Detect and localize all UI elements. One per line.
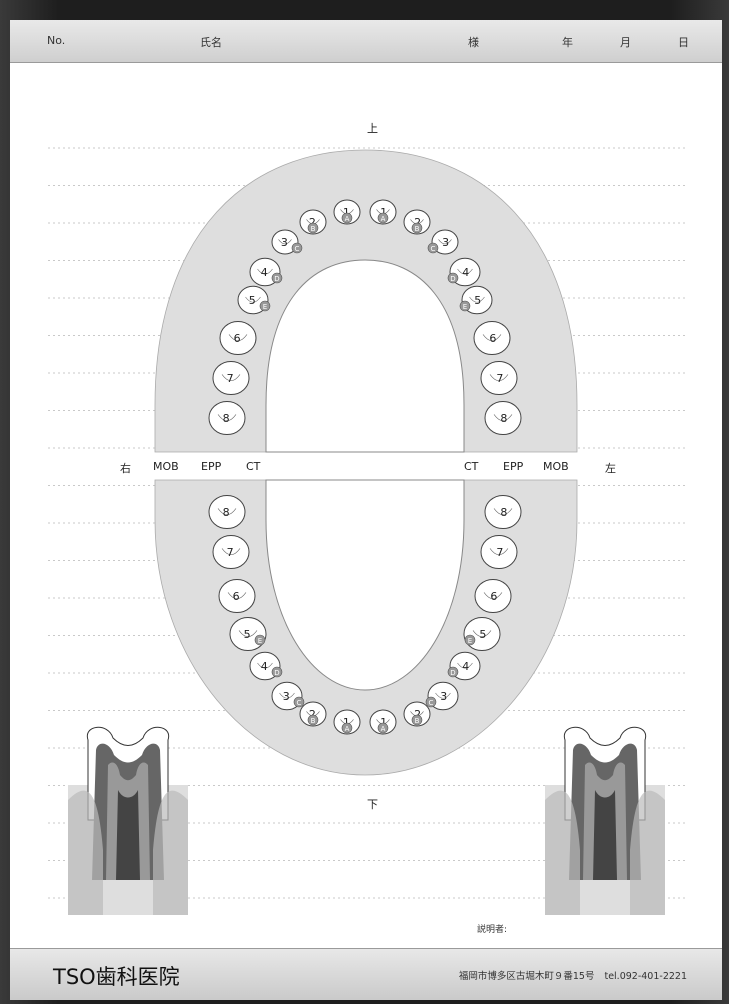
tooth: 8 [209,401,245,434]
primary-tooth-letter: C [429,699,434,707]
primary-tooth-letter: B [415,225,420,233]
tooth-section-right [545,727,665,915]
tooth-number: 7 [227,546,234,559]
tooth: 8 [209,495,245,528]
primary-tooth-letter: D [274,275,279,283]
tooth: 6 [475,579,511,612]
tooth: 2B [404,210,430,234]
primary-tooth-letter: C [297,699,302,707]
footer-bar: TSO歯科医院 福岡市博多区古堀木町９番15号 tel.092-401-2221 [10,948,722,1000]
primary-tooth-letter: A [345,215,350,223]
tooth: 2B [404,702,430,726]
tooth-number: 3 [283,690,290,703]
tooth-section-left [68,727,188,915]
tooth: 1A [334,710,360,734]
tooth: 7 [213,361,249,394]
tooth-number: 6 [233,590,240,603]
tooth-number: 7 [227,372,234,385]
primary-tooth-letter: E [263,303,267,311]
primary-tooth-letter: C [295,245,300,253]
primary-tooth-letter: B [311,225,316,233]
tooth: 7 [481,361,517,394]
left-side-label: 左 [605,460,616,476]
left-ct-label: CT [464,460,478,473]
left-epp-label: EPP [503,460,523,473]
primary-tooth-letter: C [431,245,436,253]
tooth-number: 6 [234,332,241,345]
clinic-name: TSO歯科医院 [53,961,180,991]
right-side-label: 右 [120,460,131,476]
tooth-number: 8 [223,506,230,519]
tooth-number: 5 [479,628,486,641]
tooth-number: 8 [223,412,230,425]
tooth: 2B [300,702,326,726]
tooth: 1A [334,200,360,224]
primary-tooth-letter: E [463,303,467,311]
primary-tooth-letter: B [311,717,316,725]
tooth-number: 4 [261,266,268,279]
tooth-number: 4 [462,266,469,279]
tooth: 6 [219,579,255,612]
tooth: 6 [220,321,256,354]
tooth-number: 7 [496,546,503,559]
primary-tooth-letter: E [468,637,472,645]
clinic-tel: tel.092-401-2221 [604,971,687,982]
right-ct-label: CT [246,460,260,473]
tooth-number: 3 [442,236,449,249]
tooth-number: 8 [500,412,507,425]
tooth: 6 [474,321,510,354]
tooth: 7 [213,535,249,568]
tooth-number: 5 [244,628,251,641]
tooth-number: 7 [496,372,503,385]
tooth-number: 6 [489,332,496,345]
tooth-number: 8 [500,506,507,519]
explainer-label: 説明者: [477,922,507,935]
tooth-number: 5 [474,294,481,307]
tooth: 8 [485,401,521,434]
tooth: 7 [481,535,517,568]
tooth-number: 3 [440,690,447,703]
primary-tooth-letter: D [450,275,455,283]
tooth-number: 3 [281,236,288,249]
primary-tooth-letter: B [415,717,420,725]
clinic-address: 福岡市博多区古堀木町９番15号 tel.092-401-2221 [459,968,687,982]
primary-tooth-letter: A [381,725,386,733]
tooth: 5E [464,617,500,650]
primary-tooth-letter: E [258,637,262,645]
tooth-number: 4 [261,660,268,673]
primary-tooth-letter: D [274,669,279,677]
primary-tooth-letter: A [345,725,350,733]
tooth-number: 6 [490,590,497,603]
left-mob-label: MOB [543,460,569,473]
tooth: 1A [370,710,396,734]
right-epp-label: EPP [201,460,221,473]
address-text: 福岡市博多区古堀木町９番15号 [459,971,595,982]
tooth-number: 5 [249,294,256,307]
tooth: 5E [230,617,266,650]
lower-jaw-label: 下 [367,796,378,812]
tooth: 2B [300,210,326,234]
tooth: 8 [485,495,521,528]
tooth-number: 4 [462,660,469,673]
primary-tooth-letter: D [450,669,455,677]
primary-tooth-letter: A [381,215,386,223]
upper-jaw-label: 上 [367,120,378,136]
right-mob-label: MOB [153,460,179,473]
tooth: 1A [370,200,396,224]
